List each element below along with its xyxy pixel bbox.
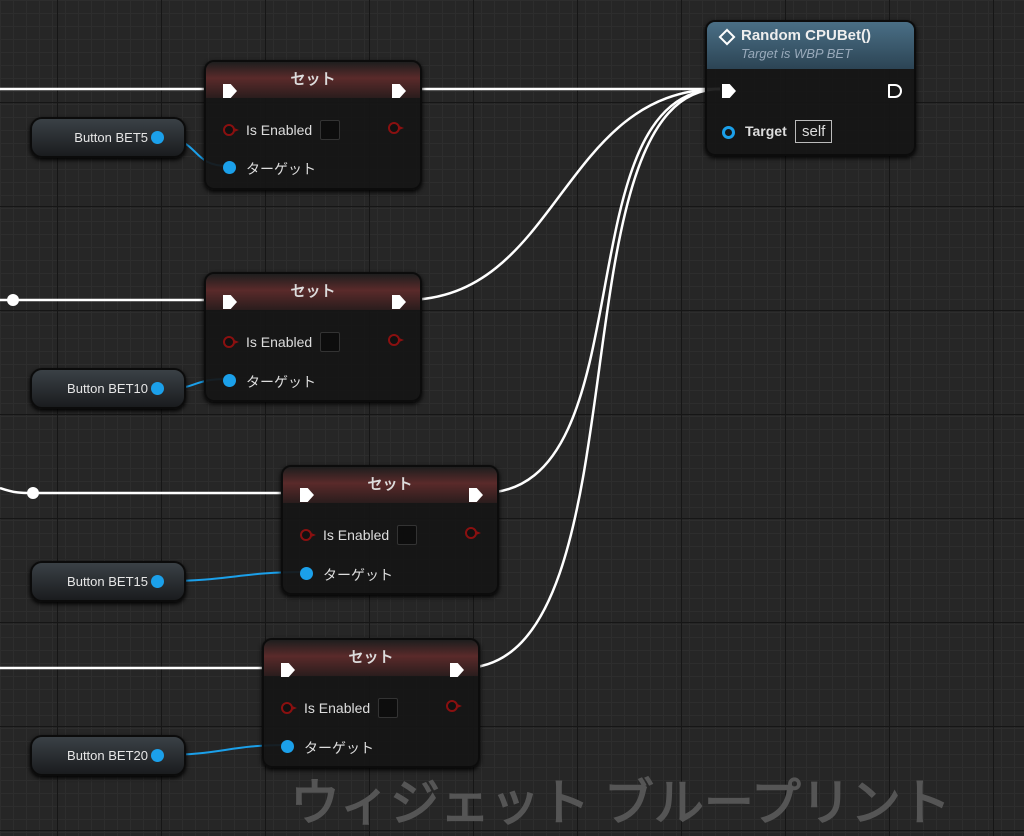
set-node-title: セット	[206, 274, 420, 310]
output-pin[interactable]	[151, 131, 164, 144]
target-pin[interactable]	[722, 126, 735, 139]
set-node-title: セット	[206, 62, 420, 98]
is-enabled-out-pin[interactable]	[446, 700, 462, 712]
reroute-node	[7, 294, 19, 306]
is-enabled-checkbox[interactable]	[378, 698, 398, 718]
exec-out-pin[interactable]	[450, 663, 464, 677]
exec-wire-in-3	[0, 486, 299, 495]
target-pin[interactable]	[223, 161, 236, 174]
target-pin[interactable]	[281, 740, 294, 753]
function-title: Random CPUBet()	[741, 27, 871, 44]
function-subtitle: Target is WBP BET	[741, 46, 853, 61]
set-node-title: セット	[264, 640, 478, 676]
is-enabled-pin[interactable]	[223, 124, 239, 136]
target-pin[interactable]	[300, 567, 313, 580]
is-enabled-label: Is Enabled	[304, 700, 371, 716]
output-pin[interactable]	[151, 749, 164, 762]
is-enabled-label: Is Enabled	[246, 334, 313, 350]
exec-in-pin[interactable]	[281, 663, 295, 677]
variable-node-button-bet20[interactable]: Button BET20	[30, 735, 186, 776]
output-pin[interactable]	[151, 575, 164, 588]
widget-blueprint-watermark: ウィジェット ブループリント	[290, 775, 951, 831]
variable-node-button-bet15[interactable]: Button BET15	[30, 561, 186, 602]
target-value-field[interactable]: self	[795, 120, 833, 143]
function-diamond-icon	[718, 28, 736, 46]
is-enabled-out-pin[interactable]	[388, 334, 404, 346]
exec-in-pin[interactable]	[722, 84, 736, 98]
variable-node-button-bet10[interactable]: Button BET10	[30, 368, 186, 409]
variable-label: Button BET20	[67, 748, 148, 763]
is-enabled-label: Is Enabled	[246, 122, 313, 138]
set-node-title: セット	[283, 467, 497, 503]
variable-label: Button BET10	[67, 381, 148, 396]
target-label: ターゲット	[246, 374, 316, 390]
set-node[interactable]: セット Is Enabled ターゲット	[204, 60, 422, 190]
target-pin[interactable]	[223, 374, 236, 387]
exec-out-pin[interactable]	[469, 488, 483, 502]
exec-in-pin[interactable]	[223, 84, 237, 98]
output-pin[interactable]	[151, 382, 164, 395]
is-enabled-pin[interactable]	[281, 702, 297, 714]
is-enabled-checkbox[interactable]	[320, 120, 340, 140]
is-enabled-out-pin[interactable]	[388, 122, 404, 134]
target-label: ターゲット	[323, 567, 393, 583]
exec-wire-out-3	[481, 87, 721, 495]
target-label: Target	[745, 123, 787, 139]
exec-out-pin[interactable]	[392, 84, 406, 98]
set-node[interactable]: セット Is Enabled ターゲット	[281, 465, 499, 595]
is-enabled-pin[interactable]	[223, 336, 239, 348]
is-enabled-checkbox[interactable]	[397, 525, 417, 545]
set-node[interactable]: セット Is Enabled ターゲット	[262, 638, 480, 768]
set-node[interactable]: セット Is Enabled ターゲット	[204, 272, 422, 402]
exec-in-pin[interactable]	[300, 488, 314, 502]
exec-out-pin[interactable]	[392, 295, 406, 309]
target-label: ターゲット	[246, 161, 316, 177]
variable-node-button-bet5[interactable]: Button BET5	[30, 117, 186, 158]
is-enabled-checkbox[interactable]	[320, 332, 340, 352]
is-enabled-out-pin[interactable]	[465, 527, 481, 539]
is-enabled-pin[interactable]	[300, 529, 316, 541]
exec-wire-out-4	[462, 87, 721, 670]
is-enabled-label: Is Enabled	[323, 527, 390, 543]
reroute-node	[27, 487, 39, 499]
variable-label: Button BET5	[74, 130, 148, 145]
function-node-random-cpubet[interactable]: Random CPUBet() Target is WBP BET Target…	[705, 20, 916, 156]
exec-in-pin[interactable]	[223, 295, 237, 309]
variable-label: Button BET15	[67, 574, 148, 589]
exec-out-pin[interactable]	[888, 84, 902, 98]
target-label: ターゲット	[304, 740, 374, 756]
exec-wire-out-2	[404, 87, 721, 302]
